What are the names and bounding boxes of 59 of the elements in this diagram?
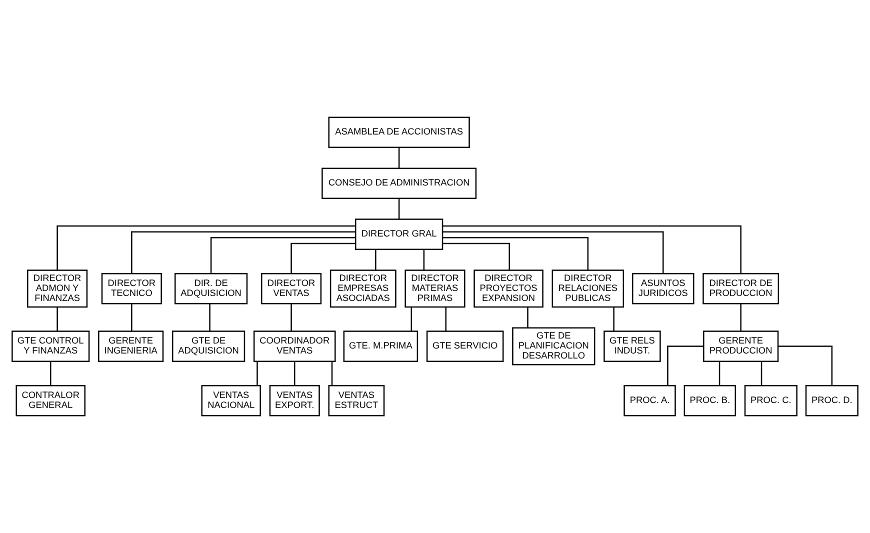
connector — [442, 242, 510, 270]
node-box: DIRECTOR EMPRESAS ASOCIADAS — [330, 270, 396, 308]
node-box: ASAMBLEA DE ACCIONISTAS — [328, 116, 470, 148]
connector — [290, 242, 356, 274]
connector — [445, 307, 446, 332]
connector — [56, 307, 58, 332]
node-box: DIRECTOR DE PRODUCCION — [702, 272, 780, 304]
connector — [442, 237, 589, 270]
connector — [131, 231, 356, 274]
connector — [667, 346, 704, 386]
connector — [131, 304, 132, 332]
connector — [294, 361, 296, 386]
node-box: DIRECTOR MATERIAS PRIMAS — [404, 270, 466, 308]
connector — [56, 225, 356, 270]
connector — [527, 307, 528, 328]
connector — [331, 361, 333, 386]
node-box: CONTRALOR GENERAL — [16, 384, 86, 416]
node-box: VENTAS NACIONAL — [201, 384, 261, 416]
node-box: VENTAS EXPORT. — [269, 384, 320, 416]
connector — [290, 304, 292, 332]
node-box: PROC. C. — [744, 384, 798, 416]
connector — [256, 361, 258, 386]
node-box: PROC. A. — [624, 384, 676, 416]
connector — [423, 249, 425, 270]
node-box: DIRECTOR GRAL — [354, 218, 444, 250]
connector — [740, 304, 742, 332]
node-box: PROC. B. — [684, 384, 736, 416]
connector — [398, 198, 400, 220]
node-box: GTE RELS INDUST. — [604, 330, 661, 362]
connector — [210, 237, 356, 274]
node-box: GTE DE PLANIFICACION DESARROLLO — [512, 327, 596, 366]
connector — [613, 307, 614, 332]
node-box: GTE CONTROL Y FINANZAS — [12, 330, 90, 362]
node-box: ASUNTOS JURIDICOS — [632, 272, 694, 304]
connector — [718, 361, 720, 386]
connector — [442, 231, 664, 274]
connector — [442, 225, 742, 274]
node-box: DIRECTOR VENTAS — [260, 272, 322, 304]
node-box: DIRECTOR ADMON Y FINANZAS — [27, 270, 88, 308]
node-box: PROC. D. — [805, 384, 858, 416]
connector — [375, 249, 376, 270]
connector — [778, 346, 833, 386]
connector — [410, 307, 412, 332]
node-box: GTE. M.PRIMA — [343, 330, 418, 362]
connector — [398, 148, 400, 168]
node-box: DIR. DE ADQUISICION — [174, 272, 248, 304]
node-box: GTE SERVICIO — [426, 330, 504, 362]
node-box: COORDINADOR VENTAS — [253, 330, 336, 362]
node-box: DIRECTOR RELACIONES PUBLICAS — [552, 270, 624, 308]
node-box: DIRECTOR PROYECTOS EXPANSION — [474, 270, 544, 308]
connector — [209, 304, 210, 332]
node-box: GERENTE PRODUCCION — [703, 330, 779, 362]
node-box: DIRECTOR TECNICO — [101, 272, 162, 304]
node-box: GTE DE ADQUISICION — [172, 330, 246, 362]
node-box: CONSEJO DE ADMINISTRACION — [322, 168, 477, 200]
connector — [760, 361, 762, 386]
node-box: VENTAS ESTRUCT — [328, 384, 385, 416]
node-box: GERENTE INGENIERIA — [98, 330, 164, 362]
connector — [50, 361, 52, 386]
